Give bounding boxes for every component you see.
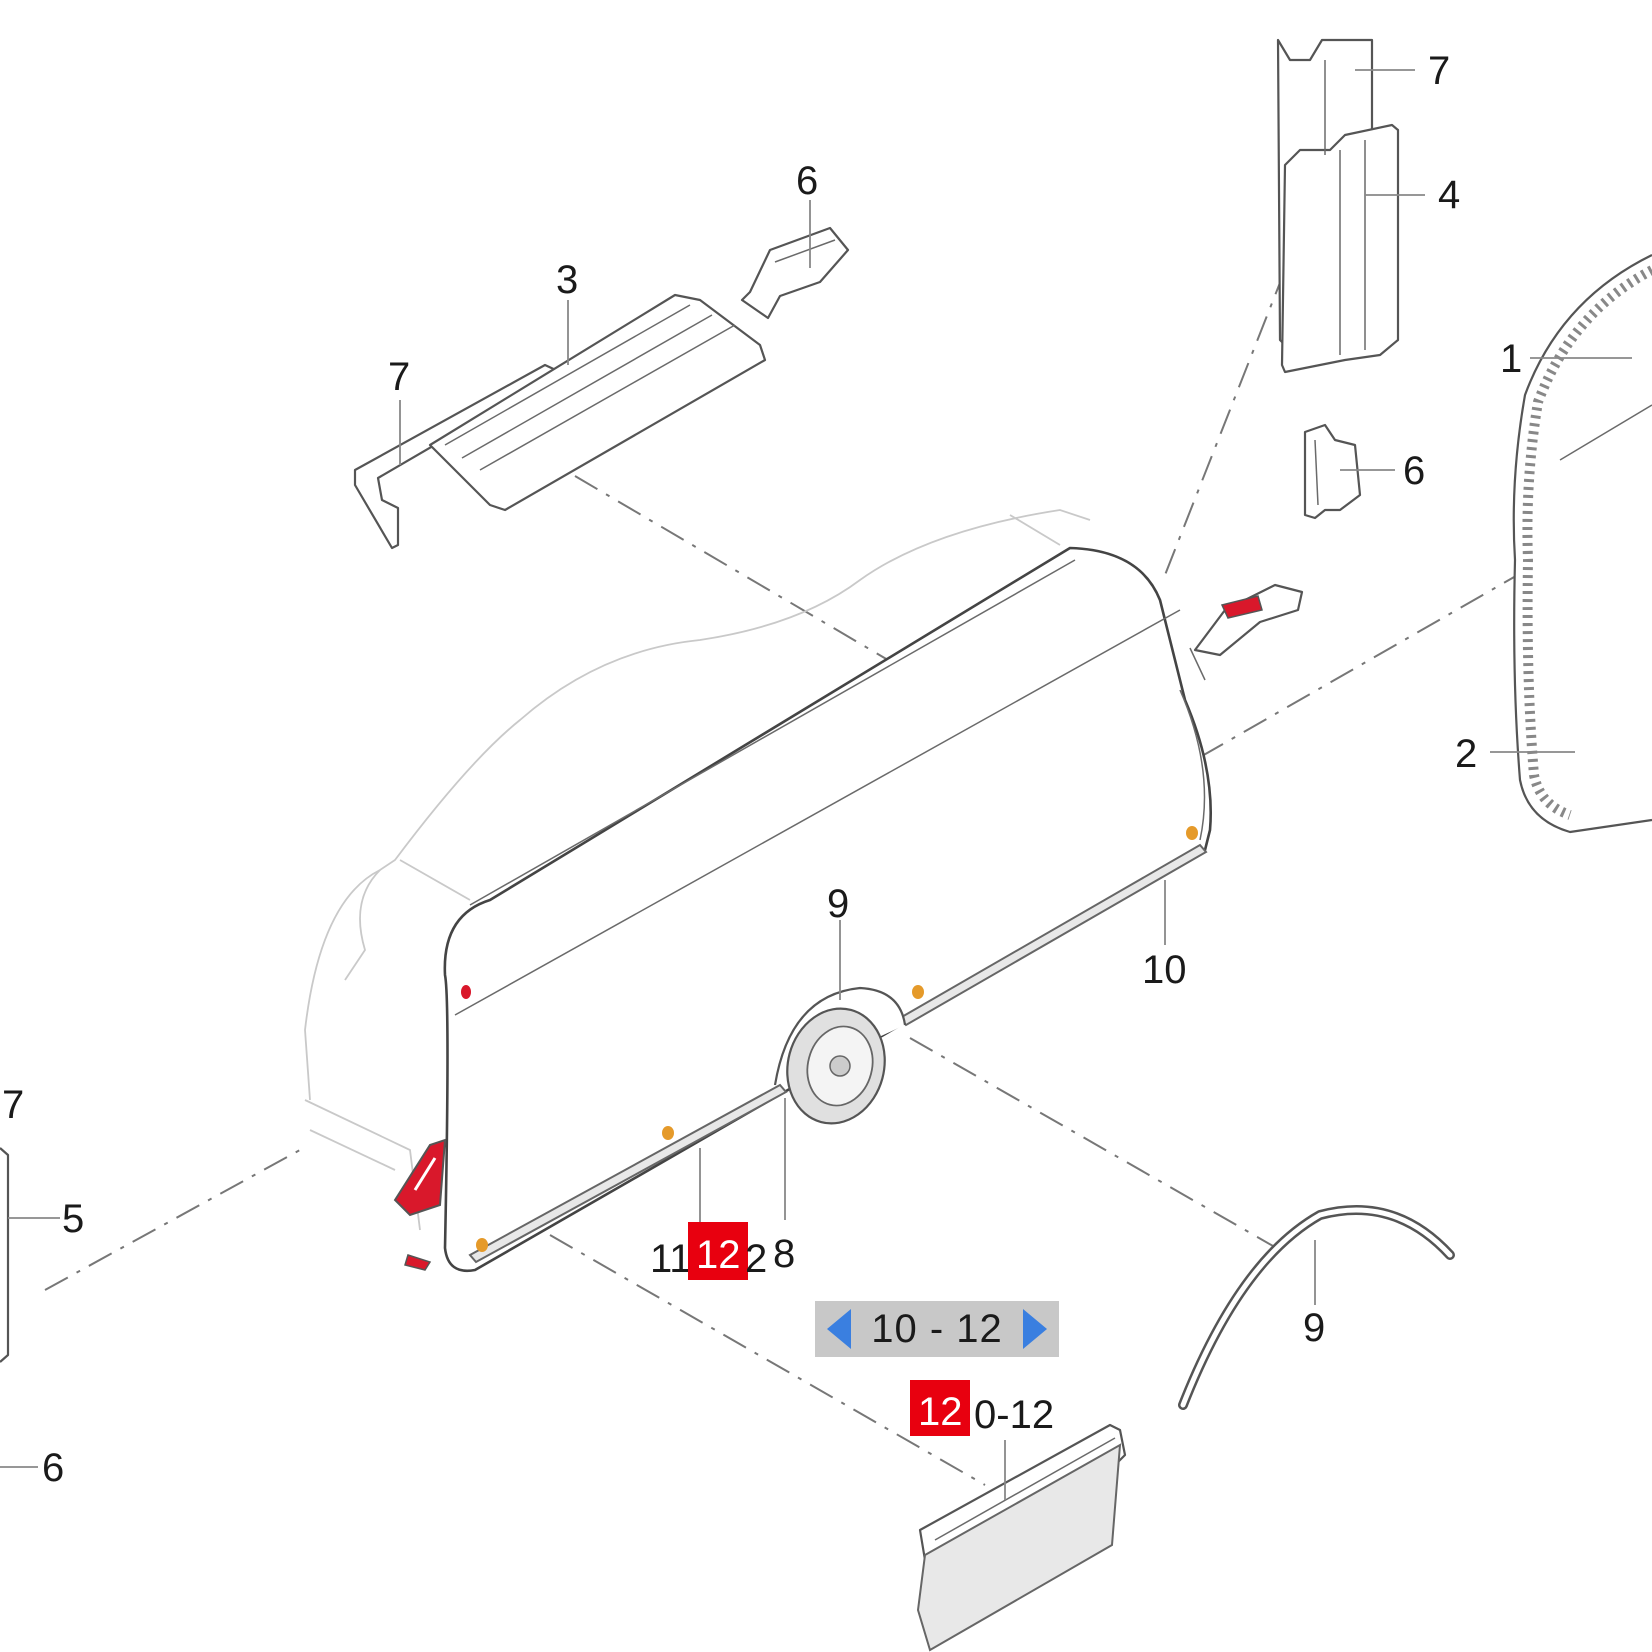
callout-6-left[interactable]: 6 (42, 1446, 64, 1490)
sill-profile-detail (916, 1423, 1127, 1652)
callout-4[interactable]: 4 (1438, 173, 1460, 217)
sill-rail (468, 843, 1208, 1264)
tow-hitch (1189, 583, 1304, 681)
arch-trim-detail (1178, 1205, 1455, 1410)
callout-3[interactable]: 3 (556, 258, 578, 302)
callout-pager: 10 - 12 (815, 1301, 1059, 1357)
callout-12-highlighted[interactable]: 12 (696, 1233, 741, 1277)
callout-9[interactable]: 9 (827, 882, 849, 926)
trailer-body (443, 546, 1212, 1273)
clip-part-right (1303, 423, 1362, 520)
callout-7-top[interactable]: 7 (1428, 49, 1450, 93)
pager-label: 10 - 12 (871, 1306, 1003, 1351)
explode-lines (44, 269, 1571, 1486)
highlight-box-12 (688, 1222, 748, 1280)
callout-10[interactable]: 10 (1142, 948, 1187, 992)
callout-6-clip-right[interactable]: 6 (1403, 449, 1425, 493)
roof-rail-part (353, 293, 767, 550)
chevron-right-icon[interactable] (1023, 1309, 1047, 1349)
highlight-box-12-detail (910, 1380, 970, 1436)
door-seal (1512, 254, 1652, 834)
callout-7-left[interactable]: 7 (2, 1083, 24, 1127)
chevron-left-icon[interactable] (827, 1309, 851, 1349)
callout-10-12-suffix: 0-12 (974, 1393, 1054, 1437)
callout-5[interactable]: 5 (62, 1197, 84, 1241)
callout-11[interactable]: 11 (650, 1237, 692, 1281)
callouts: 7 4 6 3 7 6 1 2 10 9 9 7 5 6 8 11 12 2 1… (2, 49, 1522, 1490)
callout-12-detail-highlighted[interactable]: 12 (918, 1390, 963, 1434)
wheel-assembly (773, 986, 907, 1125)
leader-lines (0, 69, 1632, 1500)
callout-12-tail: 2 (745, 1237, 767, 1281)
callout-2[interactable]: 2 (1455, 732, 1477, 776)
callout-8[interactable]: 8 (773, 1232, 795, 1276)
pillar-profile (1276, 38, 1400, 374)
tail-light (393, 1138, 447, 1271)
clip-part-top (740, 226, 850, 320)
callout-9-detail[interactable]: 9 (1303, 1306, 1325, 1350)
rear-profile-part (0, 1147, 10, 1363)
callout-1[interactable]: 1 (1500, 337, 1522, 381)
marker-lamps (461, 826, 1198, 1252)
van-ghost-outline (304, 509, 1091, 1231)
callout-6-clip-top[interactable]: 6 (796, 159, 818, 203)
callout-7-rail[interactable]: 7 (388, 355, 410, 399)
